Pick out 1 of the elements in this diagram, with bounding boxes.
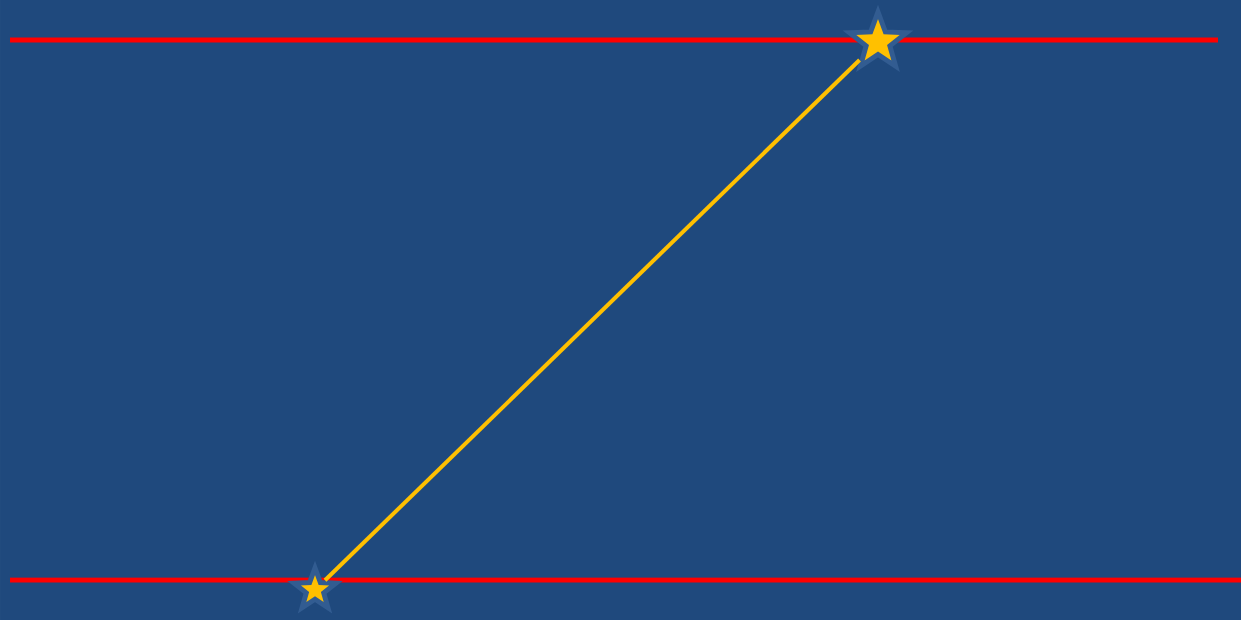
connector-line <box>323 58 861 582</box>
